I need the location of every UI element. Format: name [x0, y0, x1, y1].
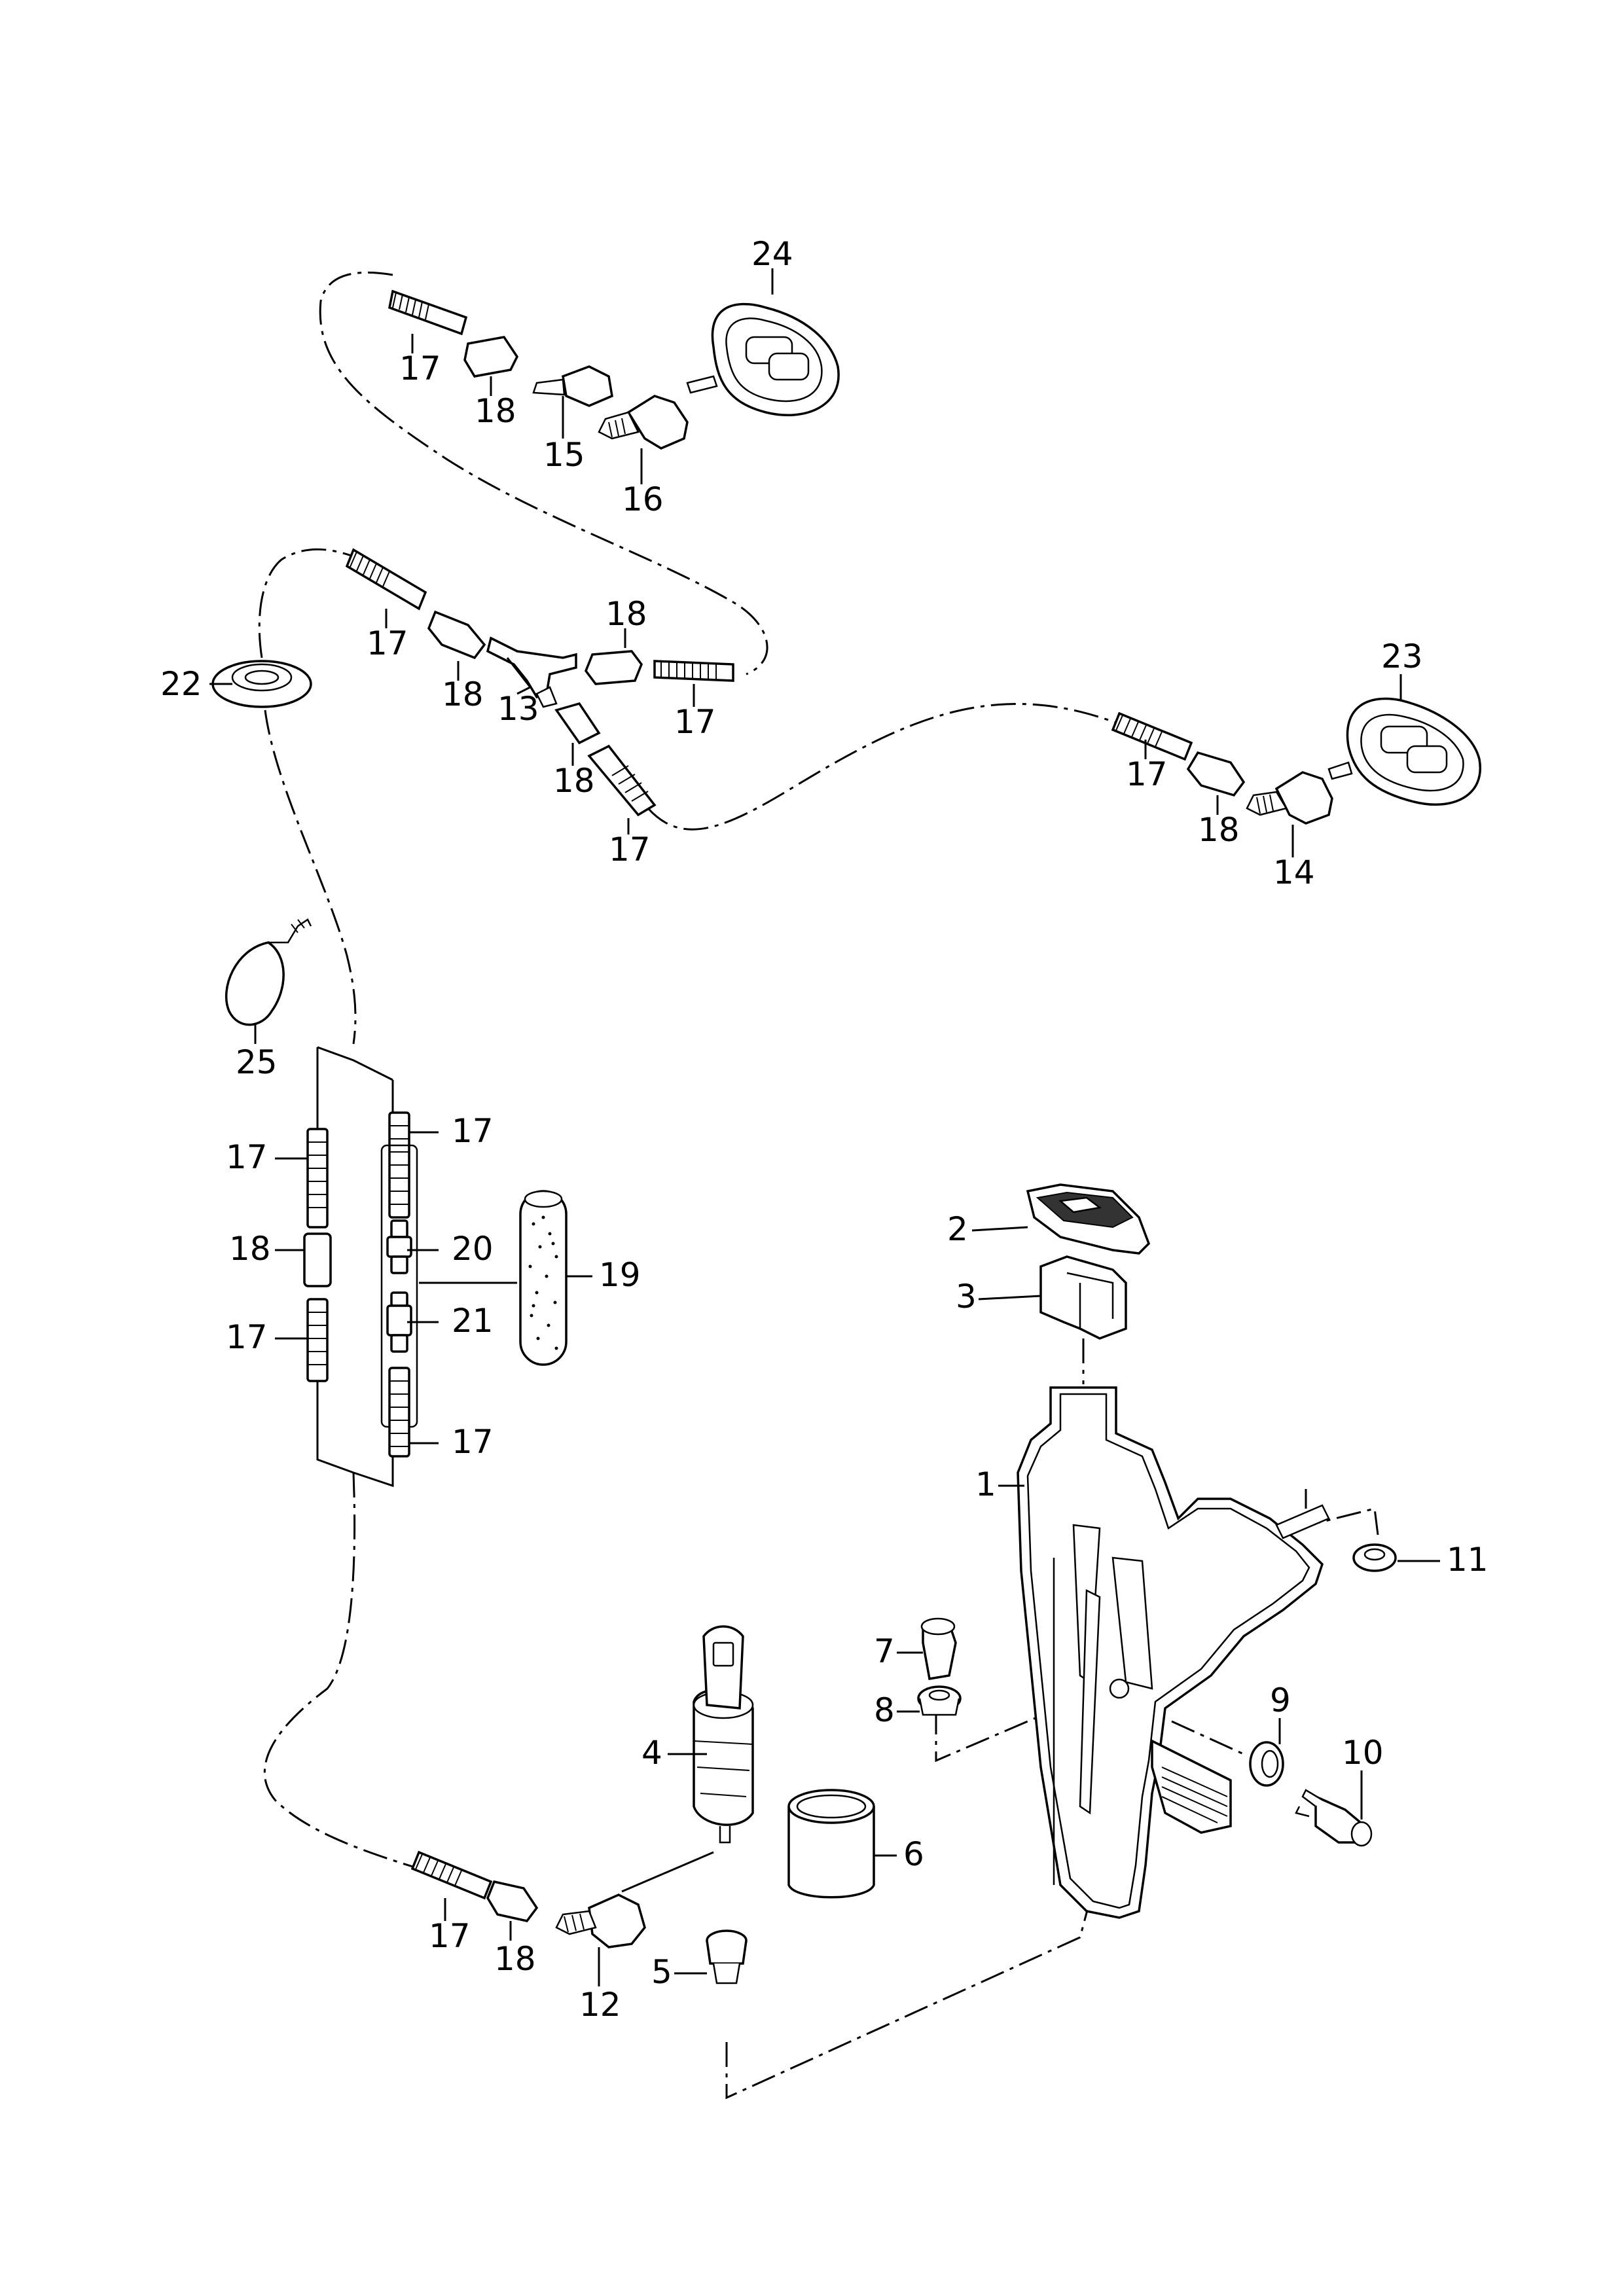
- callout-18-b: 18: [442, 675, 484, 713]
- elbow-connector-14: [1246, 771, 1333, 825]
- callout-17-f: 17: [226, 1138, 268, 1176]
- hose-segment-17-col-upper: [388, 1111, 410, 1219]
- callout-16: 16: [622, 480, 664, 518]
- plug-7: [920, 1617, 957, 1681]
- callout-8: 8: [874, 1691, 895, 1729]
- callout-9: 9: [1270, 1681, 1291, 1719]
- callout-15: 15: [543, 436, 585, 474]
- washer-nozzle-23: [1327, 697, 1481, 806]
- hose-segment-17-right: [653, 660, 734, 682]
- callout-22: 22: [160, 665, 202, 703]
- callout-6: 6: [903, 1835, 924, 1873]
- cable-strap-25: [225, 918, 312, 1026]
- callout-21: 21: [452, 1302, 494, 1340]
- callout-17-d: 17: [609, 831, 651, 869]
- callout-3: 3: [956, 1278, 977, 1316]
- callout-11: 11: [1447, 1541, 1489, 1579]
- pump-seal-6: [787, 1789, 875, 1899]
- hose-sleeve-18-upper: [427, 610, 486, 660]
- washer-reservoir-1: [1017, 1386, 1330, 1919]
- hose-segment-17-upper: [345, 548, 427, 611]
- callout-18-f: 18: [229, 1230, 271, 1268]
- callout-1: 1: [975, 1465, 996, 1503]
- leader-lines: [209, 268, 1440, 1986]
- callout-18-a: 18: [475, 392, 516, 430]
- callout-18-c: 18: [605, 595, 647, 633]
- callout-17-b: 17: [367, 624, 408, 662]
- callout-20: 20: [452, 1230, 494, 1268]
- grommet-9: [1249, 1741, 1284, 1787]
- hose-segment-17-far-right: [1111, 711, 1193, 761]
- callout-12: 12: [579, 1986, 621, 2024]
- callout-17-c: 17: [674, 703, 716, 741]
- hose-sleeve-18-top: [463, 336, 519, 378]
- callout-18-d: 18: [553, 762, 595, 800]
- callout-17-e: 17: [1126, 755, 1168, 793]
- callout-7: 7: [874, 1632, 895, 1670]
- elbow-connector-16: [598, 395, 689, 450]
- callout-17-g: 17: [226, 1318, 268, 1356]
- callout-17-i: 17: [452, 1423, 494, 1461]
- callout-23: 23: [1381, 637, 1423, 675]
- hose-segment-17-col-lower: [388, 1367, 410, 1458]
- callout-17-a: 17: [399, 350, 441, 387]
- callout-14: 14: [1273, 853, 1315, 891]
- nut-11: [1352, 1543, 1397, 1572]
- hose-sleeve-18-far-right: [1186, 751, 1246, 797]
- check-valve-21: [386, 1291, 412, 1353]
- insulation-sleeve-19: [519, 1190, 568, 1366]
- callout-4: 4: [641, 1734, 662, 1772]
- filler-cap-2: [1026, 1183, 1151, 1255]
- washer-nozzle-24: [686, 302, 840, 416]
- callout-19: 19: [599, 1256, 641, 1294]
- callout-24: 24: [751, 235, 793, 273]
- callout-17-h: 17: [452, 1112, 494, 1150]
- hose-segment-17-lower: [587, 744, 657, 817]
- callout-10: 10: [1342, 1734, 1384, 1772]
- elbow-connector-12: [555, 1893, 646, 1948]
- callout-13: 13: [497, 690, 539, 728]
- hose-segment-17-bottom: [410, 1850, 493, 1900]
- straight-connector-15: [532, 365, 613, 407]
- callout-17-j: 17: [429, 1917, 471, 1955]
- hose-segment-17-top: [388, 289, 468, 336]
- pump-grommet-5: [706, 1929, 748, 1984]
- callout-25: 25: [236, 1043, 278, 1081]
- hose-segment-17-left-upper: [306, 1128, 329, 1229]
- grommet-8: [917, 1685, 962, 1716]
- callout-5: 5: [651, 1953, 672, 1991]
- level-sensor-10: [1295, 1789, 1373, 1847]
- hose-sleeve-18-left: [303, 1232, 332, 1287]
- filler-neck-3: [1039, 1255, 1127, 1340]
- hose-sleeve-18-lower: [554, 702, 601, 745]
- hose-segment-17-left-lower: [306, 1298, 329, 1382]
- callout-18-e: 18: [1198, 811, 1240, 849]
- washer-pump-4: [693, 1625, 754, 1844]
- callout-2: 2: [947, 1210, 968, 1248]
- hose-sleeve-18-right: [585, 650, 643, 685]
- callout-labels: 24 17 18 15 16 17 18 13 18 17 18 17 22 2…: [160, 235, 1489, 2024]
- callout-18-g: 18: [494, 1940, 536, 1978]
- check-valve-20: [386, 1219, 412, 1274]
- hose-sleeve-18-bottom: [486, 1880, 539, 1922]
